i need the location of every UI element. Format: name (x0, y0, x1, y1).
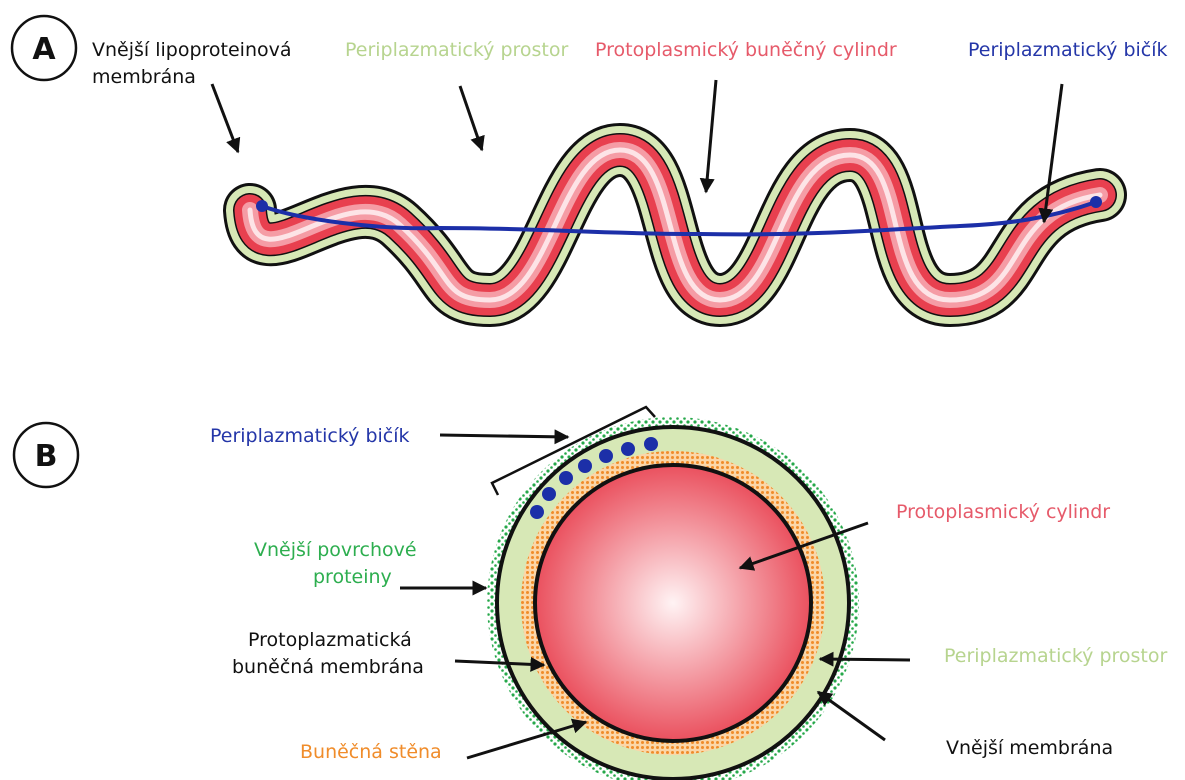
flagellum-dot (621, 442, 635, 456)
label-b-cytoplasmic-membrane-line2: buněčná membrána (232, 656, 424, 678)
flagellum-anchor-left (256, 200, 268, 212)
arrow-b-outer-membrane (818, 692, 885, 740)
flagellum-anchor-right (1090, 196, 1102, 208)
arrow-a-protoplasmic-cylinder (706, 80, 716, 192)
label-b-periplasmic-space: Periplazmatický prostor (944, 645, 1168, 667)
label-b-cytoplasmic-membrane-line1: Protoplazmatická (248, 629, 412, 651)
label-a-periplasmic-flagellum: Periplazmatický bičík (968, 39, 1168, 61)
arrow-b-periplasmic-space (820, 659, 910, 660)
label-b-outer-membrane: Vnější membrána (946, 737, 1113, 759)
cross-section (487, 407, 859, 780)
arrow-a-periplasmic-space (460, 86, 482, 150)
flagellum-dot (599, 449, 613, 463)
label-a-protoplasmic-cylinder: Protoplasmický buněčný cylindr (595, 39, 897, 61)
label-b-surface-proteins-line1: Vnější povrchové (254, 539, 417, 561)
flagellum-dot (644, 437, 658, 451)
spirochete-body (250, 150, 1102, 300)
panel-b-letter: B (35, 439, 58, 474)
label-a-outer-membrane-line2: membrána (92, 66, 196, 88)
flagellum-dot (578, 459, 592, 473)
flagellum-dot (559, 471, 573, 485)
panel-a-letter-badge: A (12, 16, 76, 80)
arrow-a-outer-membrane (212, 84, 238, 152)
flagellum-dot (530, 505, 544, 519)
label-b-cell-wall: Buněčná stěna (300, 741, 442, 763)
panel-b-letter-badge: B (14, 423, 78, 487)
label-b-surface-proteins-line2: proteiny (313, 566, 392, 588)
flagellum-dot (542, 487, 556, 501)
label-a-outer-membrane-line1: Vnější lipoproteinová (92, 39, 292, 61)
label-b-periplasmic-flagellum: Periplazmatický bičík (210, 425, 410, 447)
label-b-protoplasmic-cylinder: Protoplasmický cylindr (896, 501, 1110, 523)
panel-a-letter: A (32, 32, 56, 67)
cytoplasmic-membrane-ring (535, 465, 811, 741)
label-a-periplasmic-space: Periplazmatický prostor (345, 39, 569, 61)
arrow-b-periplasmic-flagellum (440, 435, 568, 437)
